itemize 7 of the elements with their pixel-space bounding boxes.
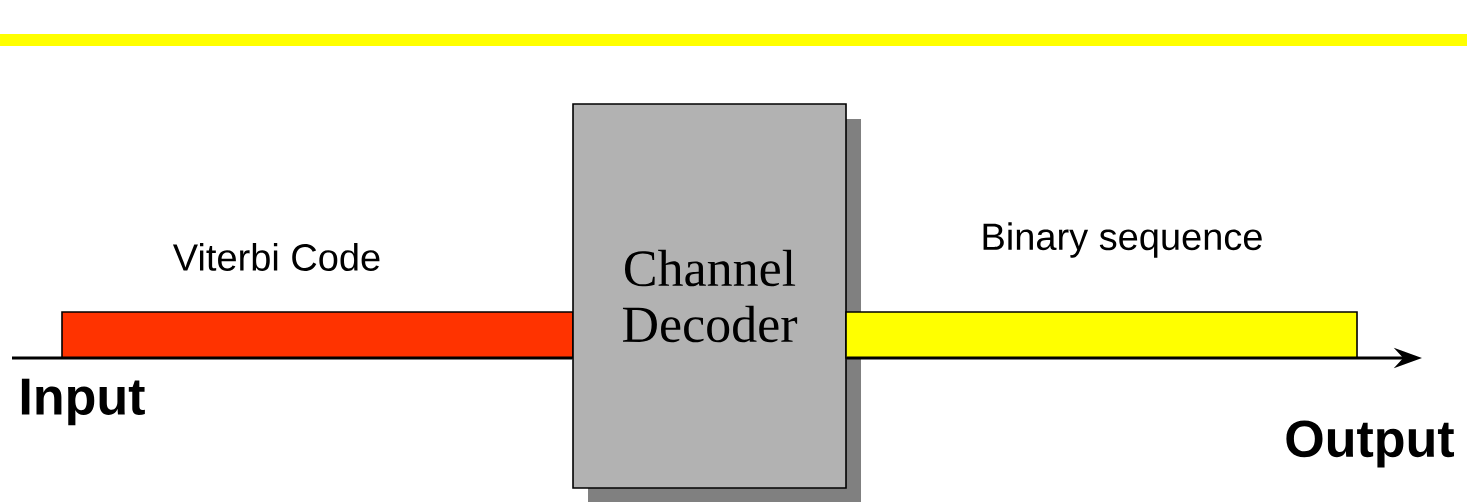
io-label: Output [1286, 420, 1454, 468]
io-label: Input [21, 378, 145, 426]
decoder-box: Channel Decoder [572, 103, 861, 502]
bar-caption: Viterbi Code [172, 243, 380, 271]
bar [845, 311, 1358, 359]
bar [61, 311, 574, 359]
bar-caption: Binary sequence [983, 222, 1262, 258]
